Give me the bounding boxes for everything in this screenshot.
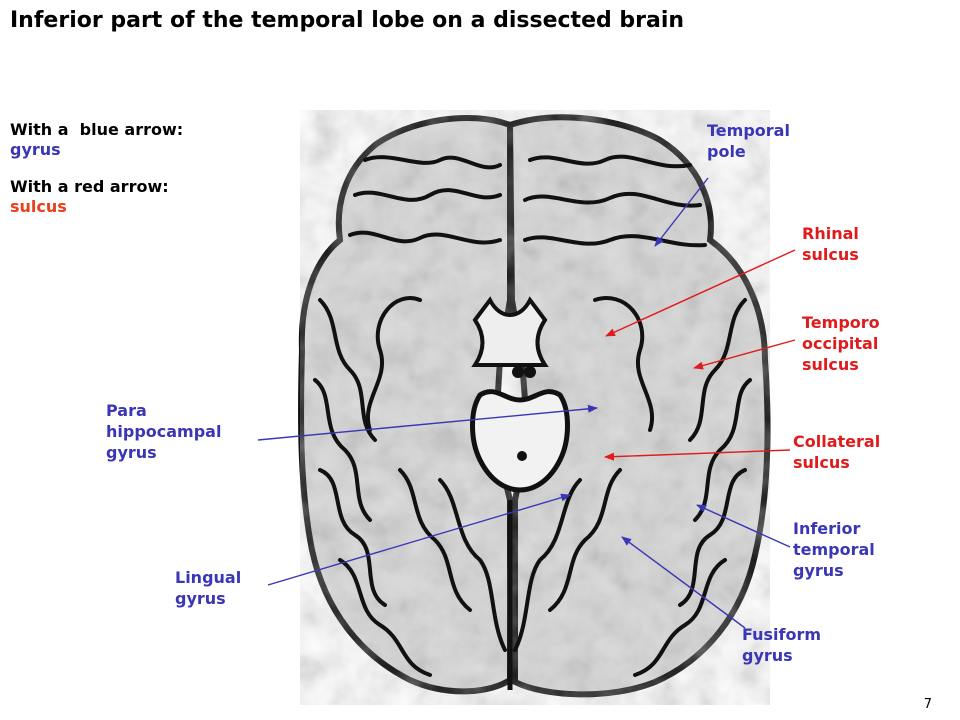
- label-temporo-occipital-sulcus: Temporo occipital sulcus: [802, 313, 880, 374]
- label-parahippocampal-gyrus: Para hippocampal gyrus: [106, 401, 222, 462]
- label-inferior-temporal-gyrus: Inferior temporal gyrus: [793, 519, 875, 580]
- arrow-temporal-pole: [654, 177, 709, 247]
- legend-sulcus: With a red arrow: sulcus: [10, 177, 169, 217]
- arrow-collateral-sulcus: [604, 449, 791, 461]
- arrow-fusiform-gyrus: [621, 536, 746, 629]
- arrow-lingual-gyrus: [267, 493, 571, 586]
- arrow-temporo-occipital-sulcus: [693, 339, 796, 370]
- legend-red-value: sulcus: [10, 197, 67, 216]
- arrow-parahippocampal-gyrus: [257, 404, 598, 441]
- brainstem: [470, 296, 570, 690]
- page-number: 7: [923, 697, 932, 712]
- annotation-arrows: [257, 177, 796, 629]
- arrow-rhinal-sulcus: [605, 249, 796, 337]
- page-title: Inferior part of the temporal lobe on a …: [10, 8, 685, 33]
- label-collateral-sulcus: Collateral sulcus: [793, 432, 881, 472]
- legend-blue-key: With a blue arrow:: [10, 120, 184, 139]
- label-fusiform-gyrus: Fusiform gyrus: [742, 625, 822, 665]
- legend-gyrus: With a blue arrow: gyrus: [10, 120, 183, 160]
- legend-blue-value: gyrus: [10, 140, 61, 159]
- brain-silhouette: [298, 110, 771, 705]
- label-rhinal-sulcus: Rhinal sulcus: [802, 224, 859, 264]
- arrow-inferior-temporal-gyrus: [696, 504, 791, 548]
- label-temporal-pole: Temporal pole: [707, 121, 790, 161]
- legend-red-key: With a red arrow:: [10, 177, 169, 196]
- sulci-pattern: [313, 154, 752, 677]
- label-lingual-gyrus: Lingual gyrus: [175, 568, 242, 608]
